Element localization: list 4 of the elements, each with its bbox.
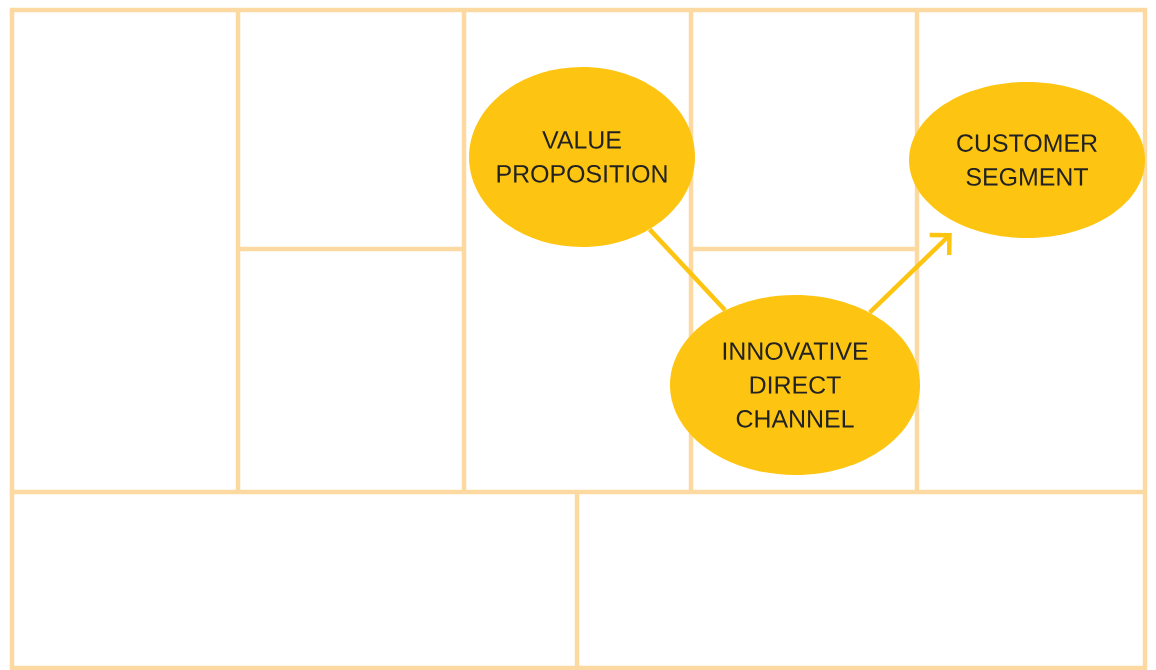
label-blob: CUSTOMER SEGMENT	[909, 82, 1145, 238]
label-blob: INNOVATIVE DIRECT CHANNEL	[670, 295, 920, 475]
label-blob: VALUE PROPOSITION	[469, 67, 695, 247]
arrow	[868, 232, 952, 315]
